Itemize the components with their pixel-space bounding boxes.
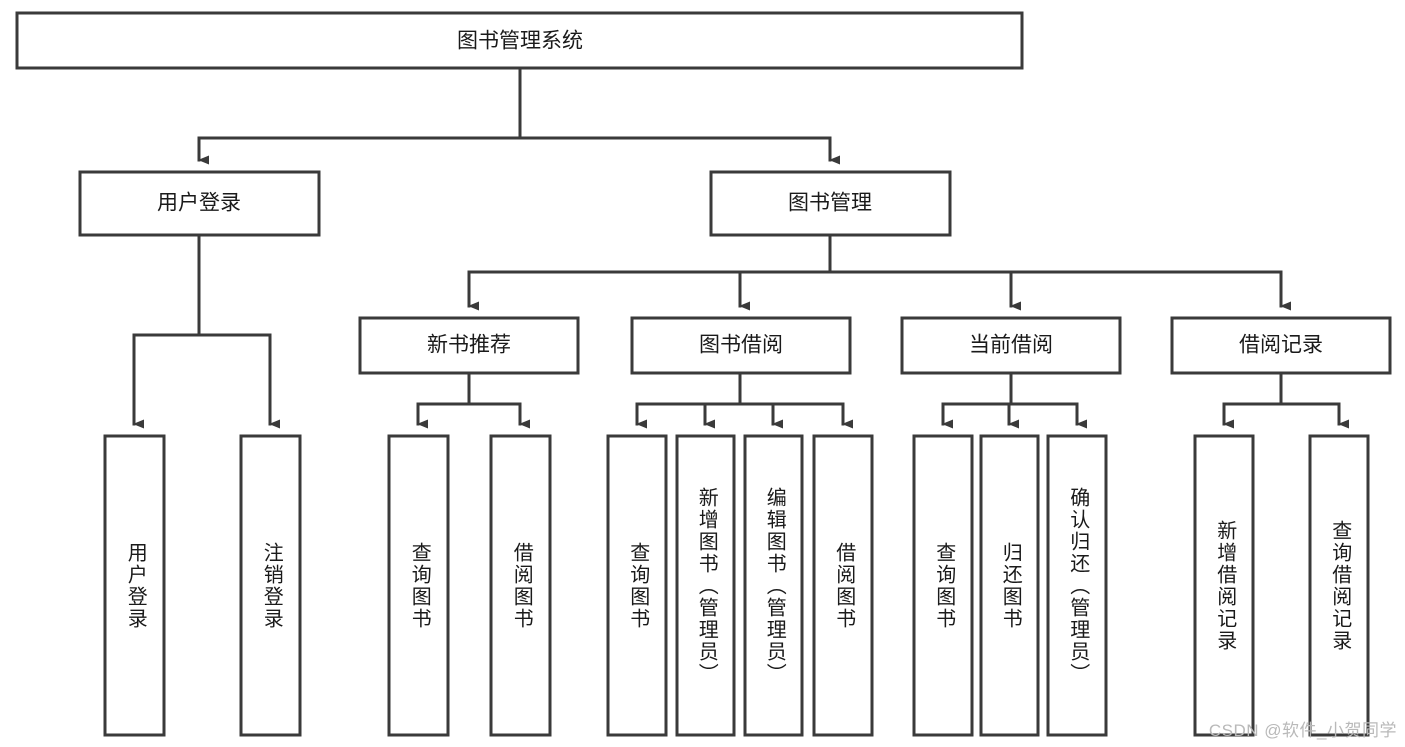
leaf-box-book-borrow-1[interactable] [606, 434, 668, 737]
node-label-user-login: 用户登录 [157, 192, 241, 215]
node-label-root: 图书管理系统 [457, 30, 583, 53]
node-box-user-login[interactable] [78, 170, 321, 237]
leaf-box-current-borrow-1[interactable] [912, 434, 974, 737]
leaf-box-borrow-record-2[interactable] [1308, 434, 1370, 737]
leaf-box-book-borrow-2[interactable] [675, 434, 736, 737]
node-label-new-book-recommend: 新书推荐 [427, 334, 511, 357]
node-box-root[interactable] [15, 11, 1024, 70]
leaf-box-user-login-2[interactable] [239, 434, 302, 737]
node-box-current-borrow[interactable] [900, 316, 1122, 375]
leaf-box-book-borrow-3[interactable] [743, 434, 804, 737]
node-label-book-management: 图书管理 [788, 192, 872, 215]
node-box-book-management[interactable] [709, 170, 952, 237]
node-label-borrow-record: 借阅记录 [1239, 334, 1323, 357]
leaf-box-new-book-2[interactable] [489, 434, 552, 737]
node-label-current-borrow: 当前借阅 [969, 334, 1053, 357]
leaf-box-borrow-record-1[interactable] [1193, 434, 1255, 737]
leaf-box-user-login-1[interactable] [103, 434, 166, 737]
leaf-box-book-borrow-4[interactable] [812, 434, 874, 737]
leaf-box-new-book-1[interactable] [387, 434, 450, 737]
leaf-box-current-borrow-3[interactable] [1046, 434, 1108, 737]
node-box-book-borrow[interactable] [630, 316, 852, 375]
node-box-borrow-record[interactable] [1170, 316, 1392, 375]
leaf-box-current-borrow-2[interactable] [979, 434, 1040, 737]
node-box-new-book-recommend[interactable] [358, 316, 580, 375]
csdn-watermark: CSDN @软件_小贺同学 [1208, 721, 1397, 740]
node-label-book-borrow: 图书借阅 [699, 334, 783, 357]
